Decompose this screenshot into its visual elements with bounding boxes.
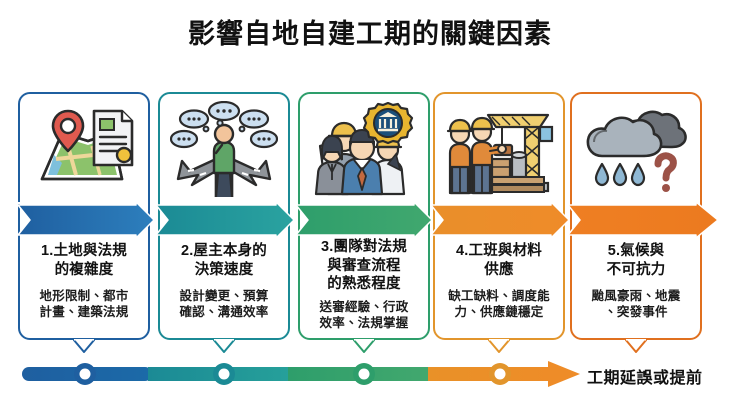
card-3-text: 3.團隊對法規 與審查流程 的熟悉程度 送審經驗、行政 效率、法規掌握: [298, 238, 430, 331]
card-5-desc: 颱風豪雨、地震 、突發事件: [575, 288, 697, 321]
card-2-desc: 設計變更、預算 確認、溝通效率: [163, 288, 285, 321]
timeline-node-2: [213, 363, 235, 385]
timeline: [0, 352, 740, 400]
card-5-desc-line1: 颱風豪雨、地震: [591, 289, 681, 304]
card-1-title: 1.土地與法規 的複雜度: [23, 242, 145, 279]
card-1-tail: [73, 339, 95, 353]
factor-card-2[interactable]: 2.屋主本身的 決策速度 設計變更、預算 確認、溝通效率: [158, 92, 290, 353]
card-3-desc: 送審經驗、行政 效率、法規掌握: [303, 299, 425, 332]
card-5-tail: [625, 339, 647, 353]
card-4-desc-line1: 缺工缺料、調度能: [448, 289, 550, 304]
map-document-icon: [18, 96, 150, 202]
card-5-desc-line2: 、突發事件: [604, 305, 668, 320]
factor-card-3[interactable]: 3.團隊對法規 與審查流程 的熟悉程度 送審經驗、行政 效率、法規掌握: [298, 92, 430, 353]
card-4-title: 4.工班與材料 供應: [438, 242, 560, 279]
card-2-text: 2.屋主本身的 決策速度 設計變更、預算 確認、溝通效率: [158, 242, 290, 321]
page-title: 影響自地自建工期的關鍵因素: [188, 19, 552, 49]
card-5-text: 5.氣候與 不可抗力 颱風豪雨、地震 、突發事件: [570, 242, 702, 321]
card-3-tail: [353, 339, 375, 353]
card-1-text: 1.土地與法規 的複雜度 地形限制、都市 計畫、建築法規: [18, 242, 150, 321]
card-2-tail: [213, 339, 235, 353]
card-4-desc: 缺工缺料、調度能 力、供應鏈穩定: [438, 288, 560, 321]
timeline-node-4: [489, 363, 511, 385]
card-3-title-line1: 3.團隊對法規: [321, 239, 407, 255]
timeline-arrow-head: [548, 361, 580, 387]
card-3-title-line3: 的熟悉程度: [327, 276, 401, 293]
factor-card-row: 1.土地與法規 的複雜度 地形限制、都市 計畫、建築法規: [0, 92, 740, 353]
factor-card-4[interactable]: 4.工班與材料 供應 缺工缺料、調度能 力、供應鏈穩定: [433, 92, 565, 353]
factor-card-5[interactable]: 5.氣候與 不可抗力 颱風豪雨、地震 、突發事件: [570, 92, 702, 353]
card-3-desc-line2: 效率、法規掌握: [319, 315, 409, 330]
card-4-text: 4.工班與材料 供應 缺工缺料、調度能 力、供應鏈穩定: [433, 242, 565, 321]
timeline-node-1: [74, 363, 96, 385]
card-5-title-line1: 5.氣候與: [607, 243, 665, 259]
card-5-title-line2: 不可抗力: [606, 261, 666, 278]
card-2-desc-line2: 確認、溝通效率: [179, 305, 269, 320]
storm-cloud-rain-question-icon: [570, 96, 702, 202]
factor-card-1[interactable]: 1.土地與法規 的複雜度 地形限制、都市 計畫、建築法規: [18, 92, 150, 353]
card-4-title-line1: 4.工班與材料: [456, 243, 542, 259]
person-crossroads-icon: [158, 96, 290, 202]
card-4-tail: [488, 339, 510, 353]
card-2-title-line1: 2.屋主本身的: [181, 243, 267, 259]
card-3-title: 3.團隊對法規 與審查流程 的熟悉程度: [303, 238, 425, 294]
card-5-title: 5.氣候與 不可抗力: [575, 242, 697, 279]
card-1-title-line2: 的複雜度: [54, 261, 114, 278]
card-2-title-line2: 決策速度: [194, 261, 254, 278]
card-1-title-line1: 1.土地與法規: [41, 243, 127, 259]
card-1-desc-line1: 地形限制、都市: [39, 289, 129, 304]
timeline-node-3: [353, 363, 375, 385]
card-3-desc-line1: 送審經驗、行政: [319, 299, 409, 314]
team-badge-icon: [298, 96, 430, 202]
card-4-desc-line2: 力、供應鏈穩定: [454, 305, 544, 320]
card-2-desc-line1: 設計變更、預算: [179, 289, 269, 304]
crane-workers-icon: [433, 96, 565, 202]
timeline-label: 工期延誤或提前: [587, 370, 703, 387]
card-2-title: 2.屋主本身的 決策速度: [163, 242, 285, 279]
card-1-desc: 地形限制、都市 計畫、建築法規: [23, 288, 145, 321]
card-3-title-line2: 與審查流程: [327, 257, 401, 274]
card-4-title-line2: 供應: [484, 261, 514, 278]
card-1-desc-line2: 計畫、建築法規: [39, 305, 129, 320]
